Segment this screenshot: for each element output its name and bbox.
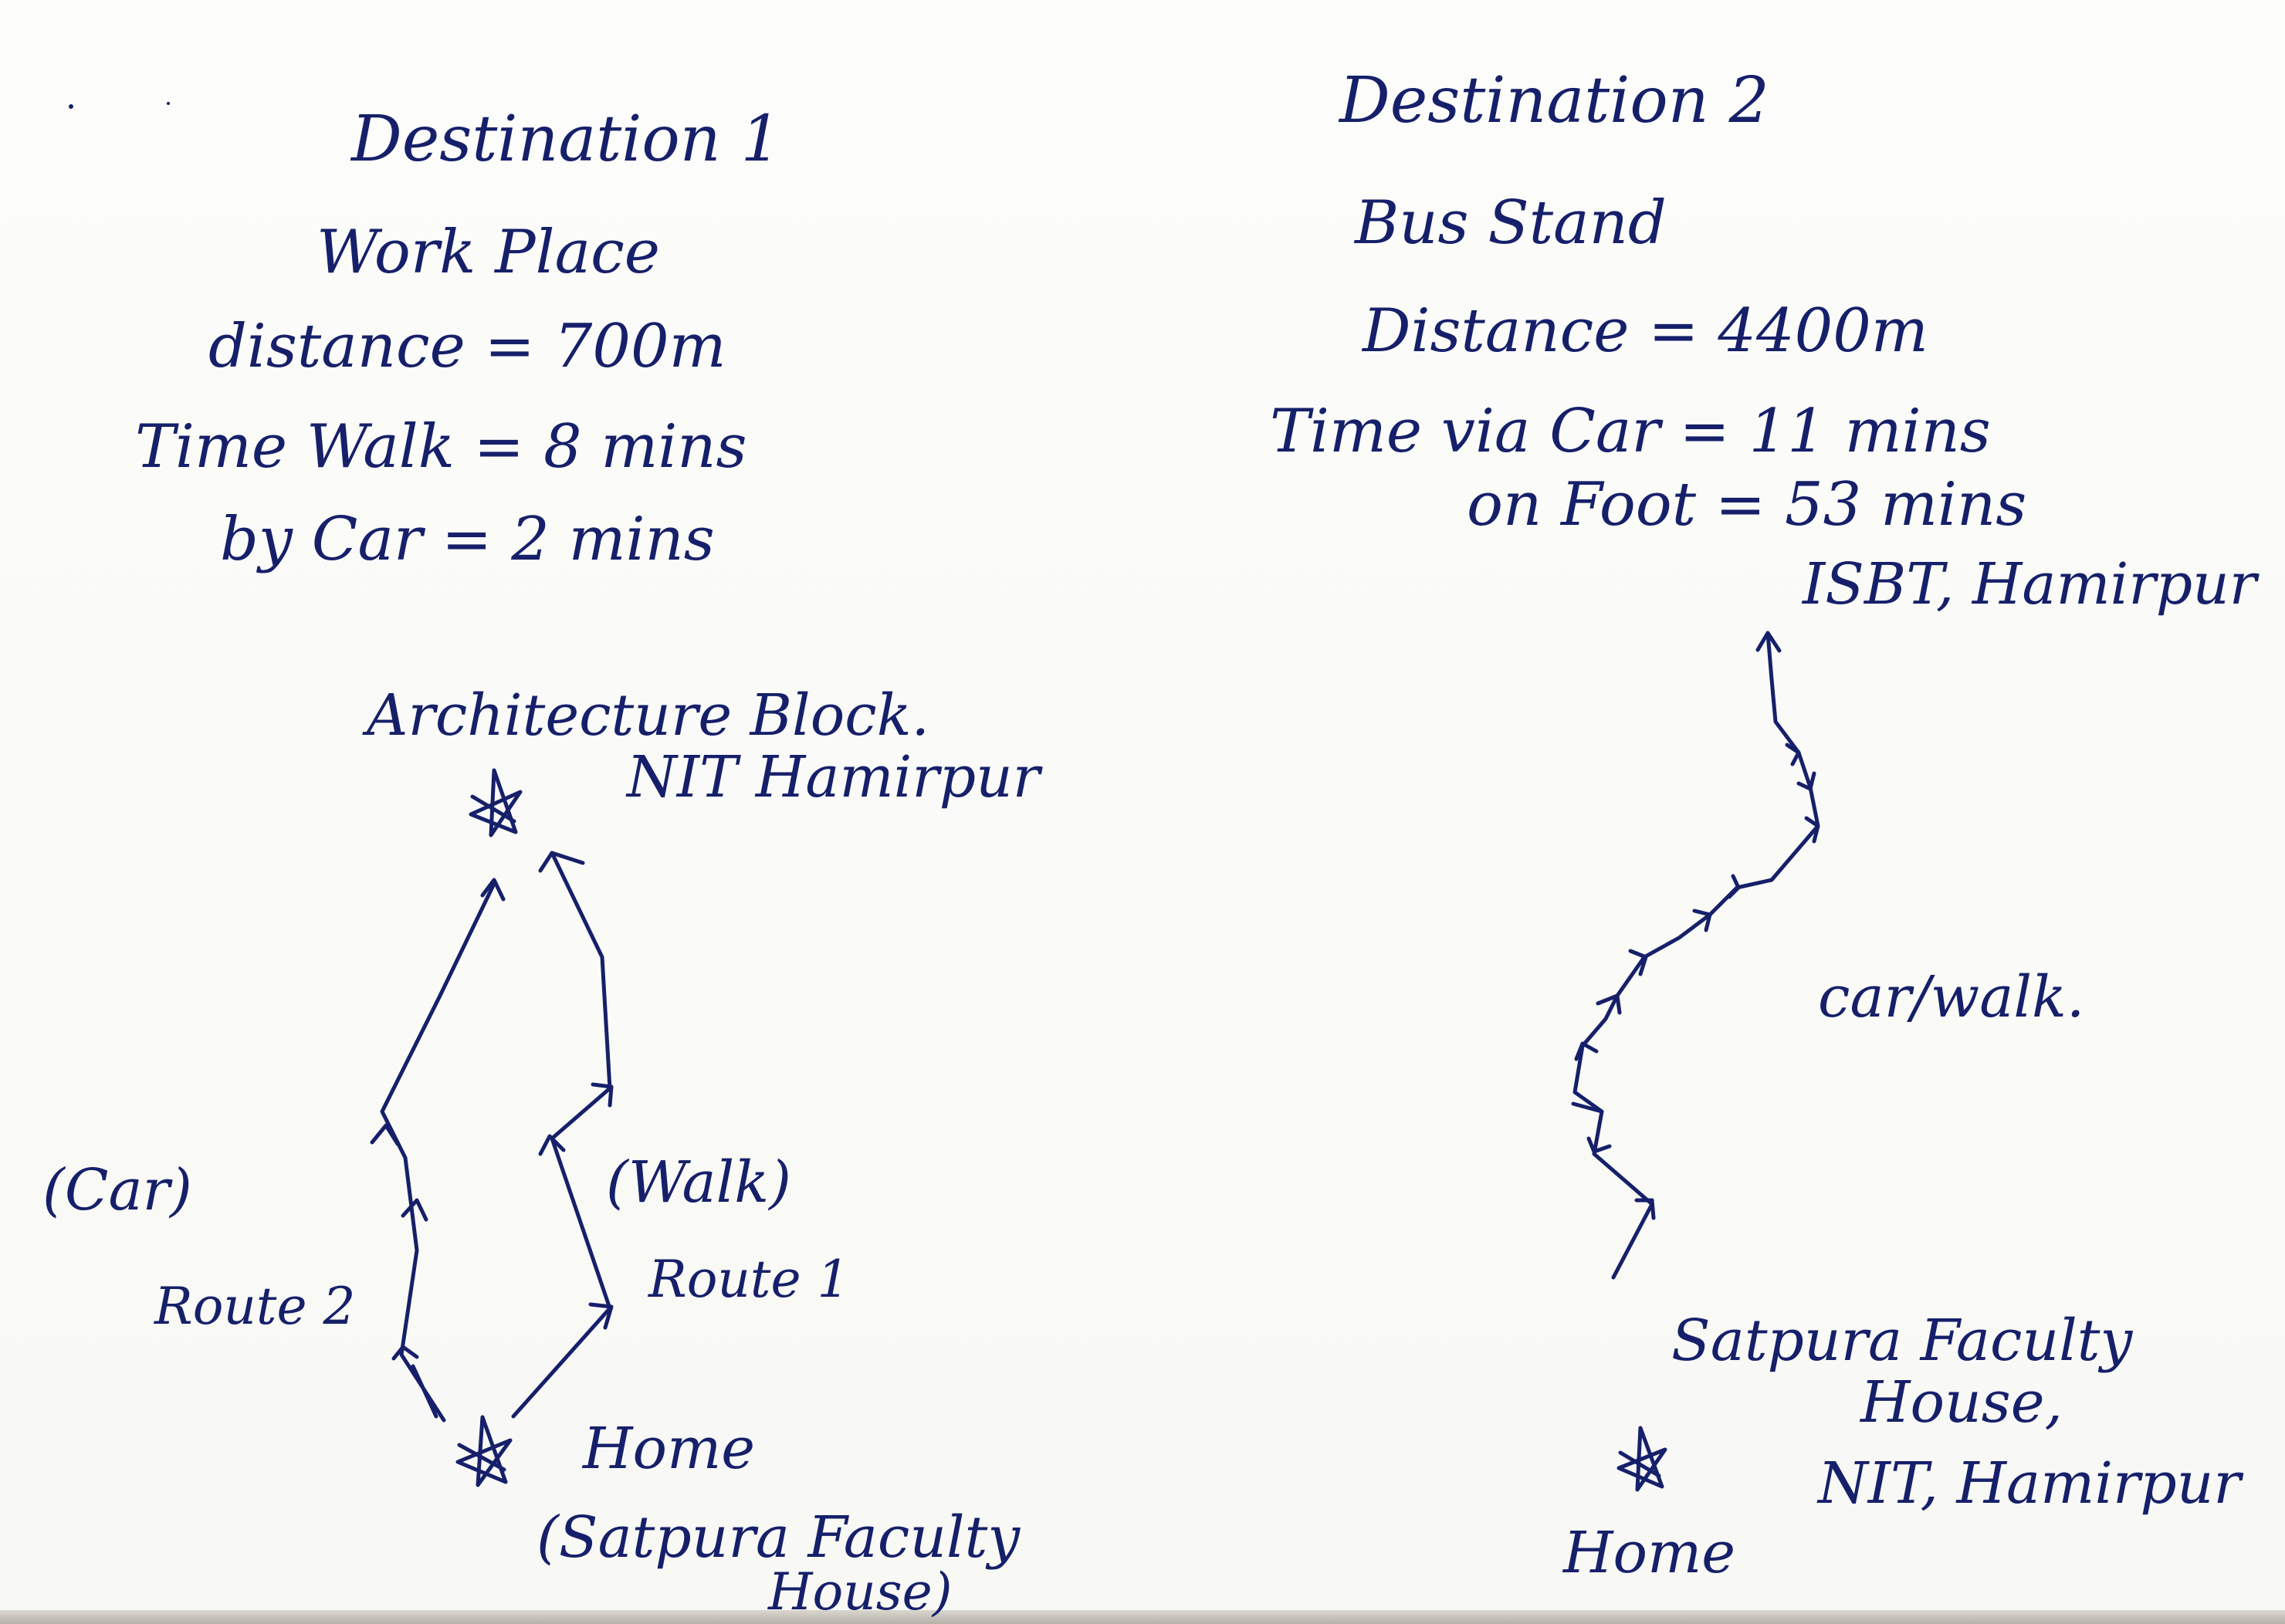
left-time-walk: Time Walk = 8 mins bbox=[135, 412, 747, 482]
route2-double-line bbox=[411, 1364, 438, 1419]
route2-path bbox=[380, 881, 496, 1423]
star-icon bbox=[469, 768, 523, 837]
left-distance: distance = 700m bbox=[208, 312, 726, 381]
arrow-icon bbox=[1634, 1198, 1656, 1220]
arrow-icon bbox=[1796, 771, 1816, 791]
star-icon bbox=[455, 1415, 513, 1487]
arrow-icon bbox=[480, 878, 506, 902]
right-home-detail-3: NIT, Hamirpur bbox=[1818, 1450, 2241, 1517]
star-icon bbox=[1616, 1426, 1667, 1492]
left-destination-label: Architecture Block. bbox=[367, 682, 930, 749]
right-time-car: Time via Car = 11 mins bbox=[1270, 397, 1991, 466]
arrow-icon bbox=[1571, 1101, 1604, 1114]
right-place: Bus Stand bbox=[1355, 188, 1667, 258]
arrow-icon bbox=[1628, 949, 1648, 976]
left-car-label: (Car) bbox=[42, 1157, 192, 1223]
arrow-icon bbox=[538, 851, 585, 873]
left-destination-place: NIT Hamirpur bbox=[627, 744, 1041, 810]
right-home-label: Home bbox=[1563, 1520, 1736, 1586]
arrow-icon bbox=[370, 1123, 400, 1146]
right-heading: Destination 2 bbox=[1339, 64, 1769, 137]
arrow-icon bbox=[1755, 631, 1782, 653]
arrow-icon bbox=[401, 1198, 428, 1222]
arrow-icon bbox=[591, 1082, 614, 1108]
right-home-detail-2: House, bbox=[1860, 1369, 2063, 1436]
left-home-detail-2: House) bbox=[768, 1562, 953, 1622]
arrow-icon bbox=[538, 1134, 566, 1156]
left-heading: Destination 1 bbox=[351, 103, 781, 176]
bus-stand-route-path bbox=[1572, 631, 1820, 1280]
arrow-icon bbox=[1785, 743, 1801, 766]
right-distance: Distance = 4400m bbox=[1363, 296, 1928, 366]
arrow-icon bbox=[1727, 874, 1741, 899]
left-route1-label: Route 1 bbox=[648, 1250, 850, 1309]
route1-path bbox=[511, 851, 612, 1419]
arrow-icon bbox=[1574, 1041, 1599, 1061]
arrow-icon bbox=[1804, 816, 1820, 844]
arrow-icon bbox=[1596, 993, 1622, 1015]
arrow-icon bbox=[1586, 1136, 1612, 1154]
left-walk-label: (Walk) bbox=[606, 1149, 791, 1216]
left-route2-label: Route 2 bbox=[154, 1277, 356, 1336]
left-by-car: by Car = 2 mins bbox=[220, 505, 715, 574]
paper-bottom-edge bbox=[0, 1610, 2285, 1624]
left-home-label: Home bbox=[583, 1416, 756, 1482]
right-on-foot: on Foot = 53 mins bbox=[1467, 470, 2027, 540]
right-mode-label: car/walk. bbox=[1818, 964, 2085, 1030]
left-home-detail: (Satpura Faculty bbox=[537, 1504, 1021, 1571]
arrow-icon bbox=[391, 1345, 419, 1361]
right-home-detail-1: Satpura Faculty bbox=[1671, 1308, 2133, 1374]
arrow-icon bbox=[588, 1302, 614, 1330]
right-destination-label: ISBT, Hamirpur bbox=[1803, 551, 2257, 617]
arrow-icon bbox=[1692, 908, 1712, 932]
left-place: Work Place bbox=[317, 218, 660, 287]
